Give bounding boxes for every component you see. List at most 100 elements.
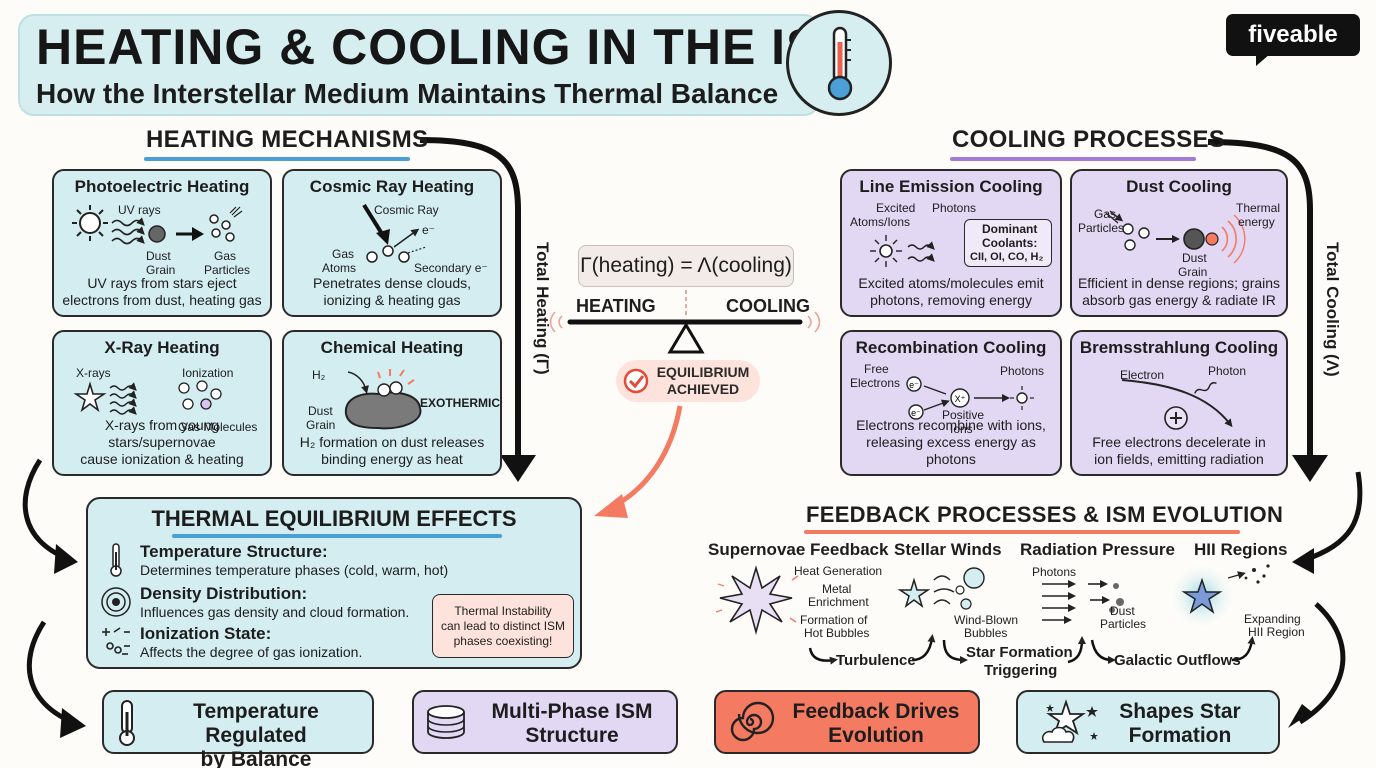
desc-line: Efficient in dense regions; grains <box>1077 275 1281 291</box>
label-particles: Particles <box>204 263 251 277</box>
desc-line: ionizing & heating gas <box>323 292 461 308</box>
thermal-effects-title: THERMAL EQUILIBRIUM EFFECTS <box>151 506 517 531</box>
spiral-icon <box>730 701 775 742</box>
effect-heading-ionization: Ionization State: <box>140 624 272 643</box>
card-bremsstrahlung-cooling: Bremsstrahlung Cooling Electron Photon F… <box>1070 330 1288 476</box>
outcome-feedback-drives-evolution <box>714 690 980 754</box>
card-description: Excited atoms/molecules emit photons, re… <box>846 275 1056 309</box>
outcome-line: Structure <box>525 724 619 747</box>
star-cloud-icon <box>1041 699 1098 743</box>
label-particles: Particles <box>1078 221 1125 235</box>
label-hot-bubbles: Hot Bubbles <box>804 626 870 640</box>
label-electrons: Electrons <box>850 376 901 390</box>
cosmic-ray-icon <box>362 203 427 263</box>
label-cosmic-ray: Cosmic Ray <box>374 203 439 217</box>
outcome-line: Shapes Star <box>1119 700 1241 723</box>
outcome-line: Feedback Drives <box>792 700 960 723</box>
uv-wave-icon <box>111 217 145 245</box>
desc-line: Electrons recombine with ions, <box>856 417 1046 433</box>
note-line: phases coexisting! <box>453 634 553 648</box>
card-description: X-rays from young stars/supernovae cause… <box>58 417 266 468</box>
label-bubbles: Bubbles <box>964 626 1008 640</box>
page-title: HEATING & COOLING IN THE ISM <box>36 19 864 75</box>
label-wind-blown: Wind-Blown <box>954 613 1019 627</box>
dust-cooling-icon <box>1105 210 1246 264</box>
label-dust: Dust <box>1110 604 1135 618</box>
outcome-line: Evolution <box>828 724 924 747</box>
label-metal: Metal <box>822 582 852 596</box>
balance-equation: Γ(heating) = Λ(cooling) <box>578 245 794 287</box>
feedback-title-hii-regions: HII Regions <box>1194 540 1288 559</box>
seesaw-heating-label: HEATING <box>576 296 656 316</box>
sun-icon <box>72 205 108 241</box>
header-banner <box>18 14 820 116</box>
thermometer-icon <box>119 700 135 746</box>
desc-line: binding energy as heat <box>321 451 463 467</box>
card-title: X-Ray Heating <box>104 338 220 357</box>
effect-heading-temperature: Temperature Structure: <box>140 542 328 561</box>
gas-particles-icon <box>209 206 243 242</box>
card-dust-cooling: Dust Cooling Gas Particles Thermal energ… <box>1070 169 1288 317</box>
concentric-circles-icon <box>101 587 131 617</box>
label-particles: Particles <box>1100 617 1147 631</box>
card-line-emission-cooling: Line Emission Cooling Excited Atoms/Ions… <box>840 169 1062 317</box>
label-gas-molecules: Gas Molecules <box>178 420 258 434</box>
card-x-ray-heating: X-Ray Heating X-rays Ionization Gas Mole… <box>52 330 272 476</box>
hii-region-icon <box>1168 562 1270 630</box>
card-photoelectric-heating: Photoelectric Heating UV rays Dust Grain… <box>52 169 272 317</box>
desc-line: H₂ formation on dust releases <box>299 434 485 450</box>
label-photons: Photons <box>932 201 977 215</box>
label-grain: Grain <box>146 263 176 277</box>
feedback-heading-underline <box>804 530 1240 534</box>
thermometer-icon <box>110 543 122 577</box>
svg-text:X⁺: X⁺ <box>955 394 966 404</box>
effect-desc-density: Influences gas density and cloud formati… <box>140 604 410 620</box>
label-hii-region: HII Region <box>1248 625 1305 639</box>
card-recombination-cooling: Recombination Cooling e⁻ e⁻ X⁺ Free Elec… <box>840 330 1062 476</box>
brand-logo[interactable]: fiveable <box>1226 14 1360 56</box>
label-expanding: Expanding <box>1244 612 1301 626</box>
logo-tail <box>1256 54 1270 66</box>
ion-symbols-icon <box>102 627 130 655</box>
note-line: Thermal Instability <box>454 604 552 618</box>
chain-star-formation: Star Formation <box>966 644 1073 661</box>
card-description: Free electrons decelerate in ion fields,… <box>1076 434 1282 468</box>
feedback-heading: FEEDBACK PROCESSES & ISM EVOLUTION <box>806 502 1284 527</box>
desc-line: cause ionization & heating <box>80 451 244 467</box>
dominant-coolants-box <box>964 219 1052 267</box>
card-title: Bremsstrahlung Cooling <box>1079 338 1279 357</box>
label-ionization: Ionization <box>182 366 234 380</box>
label-gas: Gas <box>332 247 355 261</box>
label-enrichment: Enrichment <box>808 595 869 609</box>
recombination-icon: e⁻ e⁻ X⁺ <box>906 376 1034 420</box>
label-gas: Gas <box>1094 207 1117 221</box>
x-ray-star-icon <box>73 380 222 415</box>
outcome-line: Temperature Regulated <box>193 700 319 747</box>
page-subtitle: How the Interstellar Medium Maintains Th… <box>36 78 779 109</box>
desc-line: UV rays from stars eject <box>87 275 237 291</box>
checkmark-icon <box>623 368 649 394</box>
cooling-heading-underline <box>950 157 1196 161</box>
bremsstrahlung-icon <box>1121 379 1233 430</box>
chain-turbulence: Turbulence <box>836 652 916 669</box>
label-dust: Dust <box>308 404 333 418</box>
effect-heading-density: Density Distribution: <box>140 584 308 603</box>
card-description: Efficient in dense regions; grains absor… <box>1076 275 1282 309</box>
desc-line: photons, removing energy <box>870 292 1032 308</box>
label-positive: Positive <box>942 408 985 422</box>
label-dust: Dust <box>1182 251 1207 265</box>
thermal-instability-note: Thermal Instability can lead to distinct… <box>432 594 574 658</box>
supernova-icon <box>715 565 799 636</box>
outcome-text: Feedback Drives Evolution <box>780 700 972 748</box>
equilibrium-line: ACHIEVED <box>666 381 740 397</box>
right-arrow-icon <box>176 227 204 241</box>
label-uv-rays: UV rays <box>118 203 161 217</box>
card-cosmic-ray-heating: Cosmic Ray Heating Cosmic Ray e⁻ Gas Ato… <box>282 169 502 317</box>
effect-desc-ionization: Affects the degree of gas ionization. <box>140 644 363 660</box>
card-title: Cosmic Ray Heating <box>309 177 475 196</box>
desc-line: Free electrons decelerate in <box>1092 434 1266 450</box>
label-grain: Grain <box>306 418 336 432</box>
card-title: Dust Cooling <box>1126 177 1232 196</box>
header-thermometer-badge <box>786 10 892 116</box>
total-heating-label: Total Heating (Γ) <box>533 242 552 375</box>
